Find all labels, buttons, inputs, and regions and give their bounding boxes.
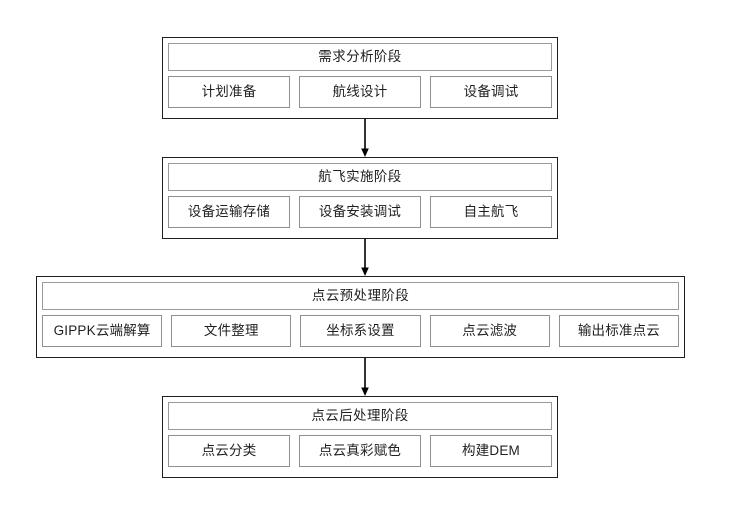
step-row-2: 设备运输存储 设备安装调试 自主航飞 — [168, 196, 552, 228]
step-box-equipment-install-debug[interactable]: 设备安装调试 — [299, 196, 421, 228]
step-row-4: 点云分类 点云真彩赋色 构建DEM — [168, 435, 552, 467]
step-box-plan-prep[interactable]: 计划准备 — [168, 76, 290, 108]
stage-title-1: 需求分析阶段 — [168, 43, 552, 71]
step-box-point-cloud-true-color[interactable]: 点云真彩赋色 — [299, 435, 421, 467]
step-box-point-cloud-filtering[interactable]: 点云滤波 — [429, 315, 550, 347]
stage-title-2: 航飞实施阶段 — [168, 163, 552, 191]
step-box-gippk-cloud-solution[interactable]: GIPPK云端解算 — [42, 315, 163, 347]
stage-block-2: 航飞实施阶段 设备运输存储 设备安装调试 自主航飞 — [162, 157, 558, 239]
step-row-1: 计划准备 航线设计 设备调试 — [168, 76, 552, 108]
stage-block-4: 点云后处理阶段 点云分类 点云真彩赋色 构建DEM — [162, 396, 558, 478]
step-row-3: GIPPK云端解算 文件整理 坐标系设置 点云滤波 输出标准点云 — [42, 315, 680, 347]
step-box-point-cloud-classification[interactable]: 点云分类 — [168, 435, 290, 467]
step-box-coordinate-system-setup[interactable]: 坐标系设置 — [300, 315, 421, 347]
step-box-autonomous-flight[interactable]: 自主航飞 — [430, 196, 552, 228]
step-box-build-dem[interactable]: 构建DEM — [430, 435, 552, 467]
stage-title-4: 点云后处理阶段 — [168, 402, 552, 430]
stage-title-3: 点云预处理阶段 — [42, 282, 679, 310]
arrow-stage2-to-stage3 — [358, 239, 372, 276]
stage-block-1: 需求分析阶段 计划准备 航线设计 设备调试 — [162, 37, 558, 119]
arrow-stage1-to-stage2 — [358, 119, 372, 157]
step-box-file-organization[interactable]: 文件整理 — [171, 315, 292, 347]
step-box-equipment-transport-storage[interactable]: 设备运输存储 — [168, 196, 290, 228]
arrow-stage3-to-stage4 — [358, 358, 372, 396]
step-box-equipment-debug[interactable]: 设备调试 — [430, 76, 552, 108]
stage-block-3: 点云预处理阶段 GIPPK云端解算 文件整理 坐标系设置 点云滤波 输出标准点云 — [36, 276, 685, 358]
step-box-route-design[interactable]: 航线设计 — [299, 76, 421, 108]
step-box-output-standard-point-cloud[interactable]: 输出标准点云 — [558, 315, 680, 347]
